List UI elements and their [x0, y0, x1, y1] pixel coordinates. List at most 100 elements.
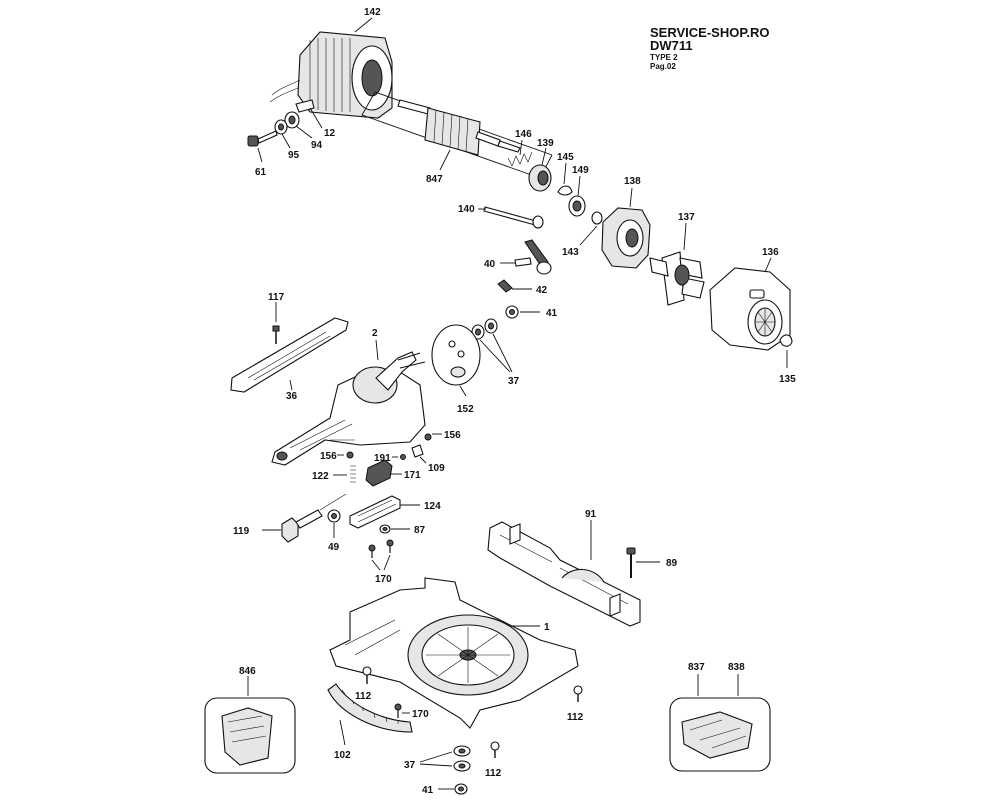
label-170-upper: 170: [375, 574, 392, 585]
label-41-bottom: 41: [422, 785, 434, 796]
screw-42: [497, 279, 513, 293]
clip-145: [557, 185, 573, 196]
fan-137: [649, 251, 705, 306]
motor-cover-136: [709, 267, 791, 351]
bolt-89: [626, 547, 636, 578]
cylinder-109: [411, 444, 424, 458]
label-139: 139: [537, 138, 554, 149]
label-846: 846: [239, 666, 256, 677]
label-837: 837: [688, 662, 705, 673]
nut-49: [327, 509, 341, 523]
screw-61: [247, 130, 278, 147]
base-1: [329, 577, 579, 729]
label-838: 838: [728, 662, 745, 673]
screws-170-upper: [368, 539, 394, 558]
screw-156-left: [346, 451, 354, 459]
kit-box-837-838: [669, 697, 771, 772]
washer-94: [284, 111, 300, 129]
label-2: 2: [372, 328, 378, 339]
label-136: 136: [762, 247, 779, 258]
washer-143: [591, 211, 603, 225]
screw-112-c: [490, 741, 500, 758]
screw-112-a: [362, 666, 372, 684]
washer-95: [274, 119, 288, 135]
label-171: 171: [404, 470, 421, 481]
label-112-b: 112: [567, 712, 584, 723]
label-1: 1: [544, 622, 550, 633]
label-122: 122: [312, 471, 329, 482]
bearing-housing-138: [601, 207, 651, 269]
spring-146: [507, 151, 533, 167]
label-37-upper: 37: [508, 376, 520, 387]
fence-91: [487, 521, 641, 627]
clip-135: [779, 334, 793, 347]
motor-stator-142: [269, 31, 393, 119]
label-170-lower: 170: [412, 709, 429, 720]
label-41-top: 41: [546, 308, 558, 319]
label-89: 89: [666, 558, 678, 569]
label-40: 40: [484, 259, 496, 270]
guide-bar-36: [230, 317, 349, 393]
label-36: 36: [286, 391, 298, 402]
model-number: DW711: [650, 38, 693, 53]
armature-847: [361, 91, 553, 179]
label-143: 143: [562, 247, 579, 258]
label-140: 140: [458, 204, 475, 215]
label-112-a: 112: [355, 691, 372, 702]
screw-112-b: [573, 685, 583, 702]
bearing-139: [528, 164, 552, 192]
label-146: 146: [515, 129, 532, 140]
label-138: 138: [624, 176, 641, 187]
latch-171: [365, 459, 393, 487]
rod-140: [483, 206, 544, 229]
label-191: 191: [374, 453, 391, 464]
miter-scale-102: [327, 683, 413, 733]
header-block: SERVICE-SHOP.RO DW711 TYPE 2 Pag.02: [650, 25, 769, 71]
washers-37-upper: [471, 318, 498, 340]
label-152: 152: [457, 404, 474, 415]
washer-87: [379, 524, 391, 534]
kit-box-846: [204, 697, 296, 774]
lever-40: [514, 239, 552, 275]
label-119: 119: [233, 526, 250, 537]
label-87: 87: [414, 525, 426, 536]
label-91: 91: [585, 509, 597, 520]
blade-guard-arm-2: [271, 351, 426, 466]
bracket-12: [295, 99, 315, 113]
label-117: 117: [268, 292, 285, 303]
label-124: 124: [424, 501, 441, 512]
label-42: 42: [536, 285, 548, 296]
label-149: 149: [572, 165, 589, 176]
label-142: 142: [364, 7, 381, 18]
screw-156-right: [424, 433, 432, 441]
label-137: 137: [678, 212, 695, 223]
label-112-c: 112: [485, 768, 502, 779]
site-name: SERVICE-SHOP.RO: [650, 25, 769, 40]
label-94: 94: [311, 140, 323, 151]
page-label: Pag.02: [650, 62, 676, 71]
label-61: 61: [255, 167, 267, 178]
label-49: 49: [328, 542, 340, 553]
nut-41-bottom: [454, 783, 468, 795]
label-102: 102: [334, 750, 351, 761]
label-95: 95: [288, 150, 300, 161]
threaded-rod-119: [281, 493, 347, 543]
bracket-124: [349, 495, 401, 529]
label-145: 145: [557, 152, 574, 163]
spring-122: [350, 465, 356, 483]
label-156-right: 156: [444, 430, 461, 441]
nut-41-top: [505, 305, 519, 319]
washers-37-lower: [453, 745, 471, 772]
bearing-149: [568, 195, 586, 217]
label-156-left: 156: [320, 451, 337, 462]
label-847: 847: [426, 174, 443, 185]
label-12: 12: [324, 128, 336, 139]
label-109: 109: [428, 463, 445, 474]
label-37-lower: 37: [404, 760, 416, 771]
pin-191: [400, 454, 406, 460]
label-135: 135: [779, 374, 796, 385]
screw-170-lower: [394, 703, 402, 718]
type-label: TYPE 2: [650, 53, 678, 62]
screw-117: [272, 325, 280, 344]
